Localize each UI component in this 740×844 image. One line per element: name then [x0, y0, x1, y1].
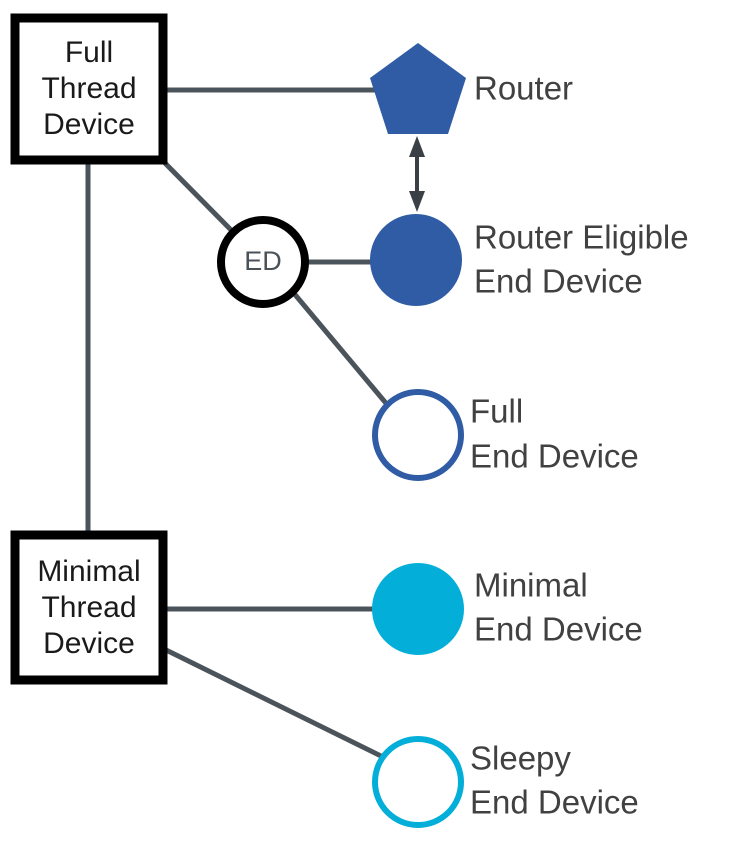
- ed-circle-icon[interactable]: [217, 216, 309, 308]
- router-eligible-end-device-label-line-1: Router Eligible: [474, 219, 689, 256]
- minimal-end-device-label-line-1: Minimal: [474, 567, 588, 604]
- minimal-thread-device-label-line-3: Device: [43, 627, 135, 660]
- node-minimal-thread-device[interactable]: Minimal Thread Device: [10, 530, 168, 685]
- router-label: Router: [474, 70, 573, 107]
- edge-ftd-to-ed: [158, 156, 236, 235]
- full-end-device-label-line-1: Full: [470, 393, 523, 430]
- node-ed[interactable]: ED: [217, 216, 309, 308]
- ed-node-label: ED: [244, 246, 282, 276]
- arrow-head-up-icon: [409, 136, 425, 157]
- full-thread-device-label-line-3: Device: [43, 108, 135, 141]
- sleepy-end-device-label-line-1: Sleepy: [470, 740, 571, 777]
- edge-mtd-to-sleepy-ed: [160, 645, 387, 761]
- router-eligible-end-device-label-line-2: End Device: [474, 263, 643, 300]
- node-full-thread-device[interactable]: Full Thread Device: [10, 13, 168, 165]
- full-thread-device-box[interactable]: [10, 13, 168, 165]
- full-end-device-circle-icon[interactable]: [372, 389, 464, 481]
- legend-item-full-end-device[interactable]: Full End Device: [372, 389, 639, 481]
- router-ree-bidirectional-arrow: [409, 136, 425, 212]
- router-pentagon-icon[interactable]: [370, 43, 466, 134]
- edge-layer: [85, 87, 392, 761]
- router-eligible-end-device-circle-icon[interactable]: [370, 214, 462, 306]
- full-thread-device-label-line-2: Thread: [41, 72, 136, 105]
- legend-item-router[interactable]: Router: [370, 43, 573, 134]
- legend-item-router-eligible-end-device[interactable]: Router Eligible End Device: [370, 214, 689, 306]
- legend-item-minimal-end-device[interactable]: Minimal End Device: [372, 563, 643, 655]
- sleepy-end-device-circle-icon[interactable]: [372, 736, 464, 828]
- full-thread-device-label-line-1: Full: [65, 36, 113, 69]
- edge-ed-to-full-ed: [290, 289, 392, 410]
- minimal-thread-device-label-line-2: Thread: [41, 591, 136, 624]
- arrow-head-down-icon: [409, 191, 425, 212]
- legend-item-sleepy-end-device[interactable]: Sleepy End Device: [372, 736, 639, 828]
- minimal-end-device-circle-icon[interactable]: [372, 563, 464, 655]
- minimal-thread-device-label-line-1: Minimal: [37, 555, 140, 588]
- minimal-end-device-label-line-2: End Device: [474, 611, 643, 648]
- minimal-thread-device-box[interactable]: [10, 530, 168, 685]
- full-end-device-label-line-2: End Device: [470, 438, 639, 475]
- sleepy-end-device-label-line-2: End Device: [470, 784, 639, 821]
